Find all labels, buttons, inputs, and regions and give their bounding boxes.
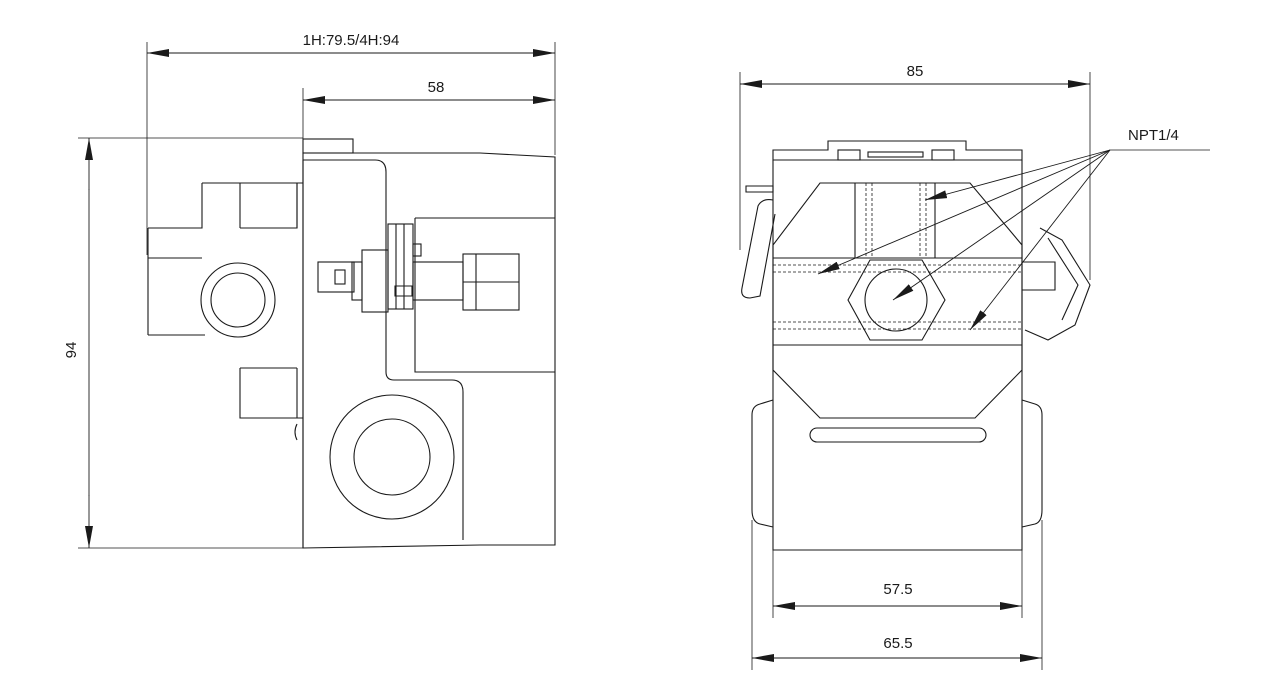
width-total-label: 1H:79.5/4H:94: [303, 32, 400, 49]
width-body-label: 58: [428, 79, 445, 96]
dimension-width-body: 58: [302, 79, 555, 140]
width-base-label: 65.5: [883, 635, 912, 652]
port-label: NPT1/4: [1128, 127, 1179, 144]
dimension-width-top: 85: [739, 63, 1091, 280]
dimension-height: 94: [63, 137, 303, 549]
port-callout: NPT1/4: [817, 127, 1210, 331]
height-label: 94: [63, 342, 80, 359]
dimension-width-base: 65.5: [751, 520, 1043, 670]
front-body: [741, 140, 1091, 551]
width-inner-label: 57.5: [883, 581, 912, 598]
dimension-width-total: 1H:79.5/4H:94: [146, 32, 556, 255]
front-view: 85 NPT1/4: [739, 63, 1210, 670]
side-view: 1H:79.5/4H:94 58 94: [63, 32, 556, 549]
dimension-width-inner: 57.5: [772, 550, 1023, 618]
width-top-label: 85: [907, 63, 924, 80]
side-body: [147, 138, 556, 549]
